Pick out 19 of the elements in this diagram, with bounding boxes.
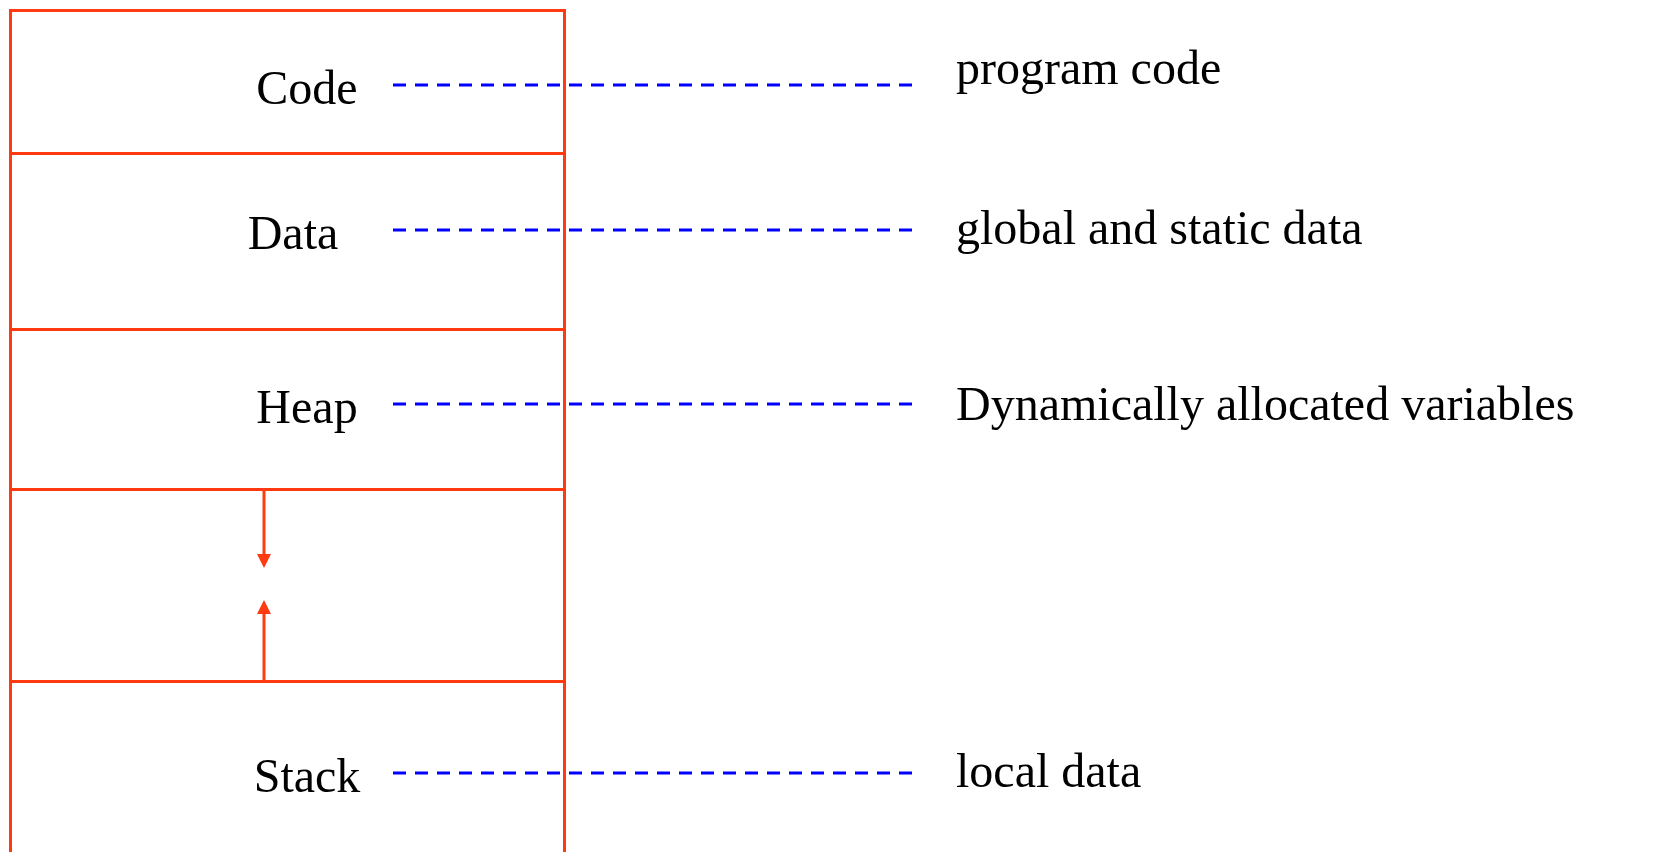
segment-label: Code: [256, 64, 358, 112]
arrow: [257, 600, 271, 681]
leader-line: [393, 228, 914, 232]
memory-segment: [9, 9, 566, 155]
annotation-text: Dynamically allocated variables: [956, 377, 1575, 431]
memory-segment: [9, 328, 566, 491]
segment-label: Data: [247, 209, 339, 257]
memory-segment: [9, 152, 566, 331]
leader-line: [393, 83, 914, 87]
leader-line: [393, 771, 914, 775]
free-space-segment: [9, 488, 566, 683]
memory-segment: [9, 680, 566, 852]
segment-label: Heap: [256, 383, 358, 431]
annotation-text: global and static data: [956, 201, 1363, 255]
annotation-text: local data: [956, 744, 1142, 798]
leader-line: [393, 402, 914, 406]
annotation-text: program code: [956, 41, 1222, 95]
arrow: [257, 490, 271, 568]
segment-label: Stack: [253, 752, 361, 800]
